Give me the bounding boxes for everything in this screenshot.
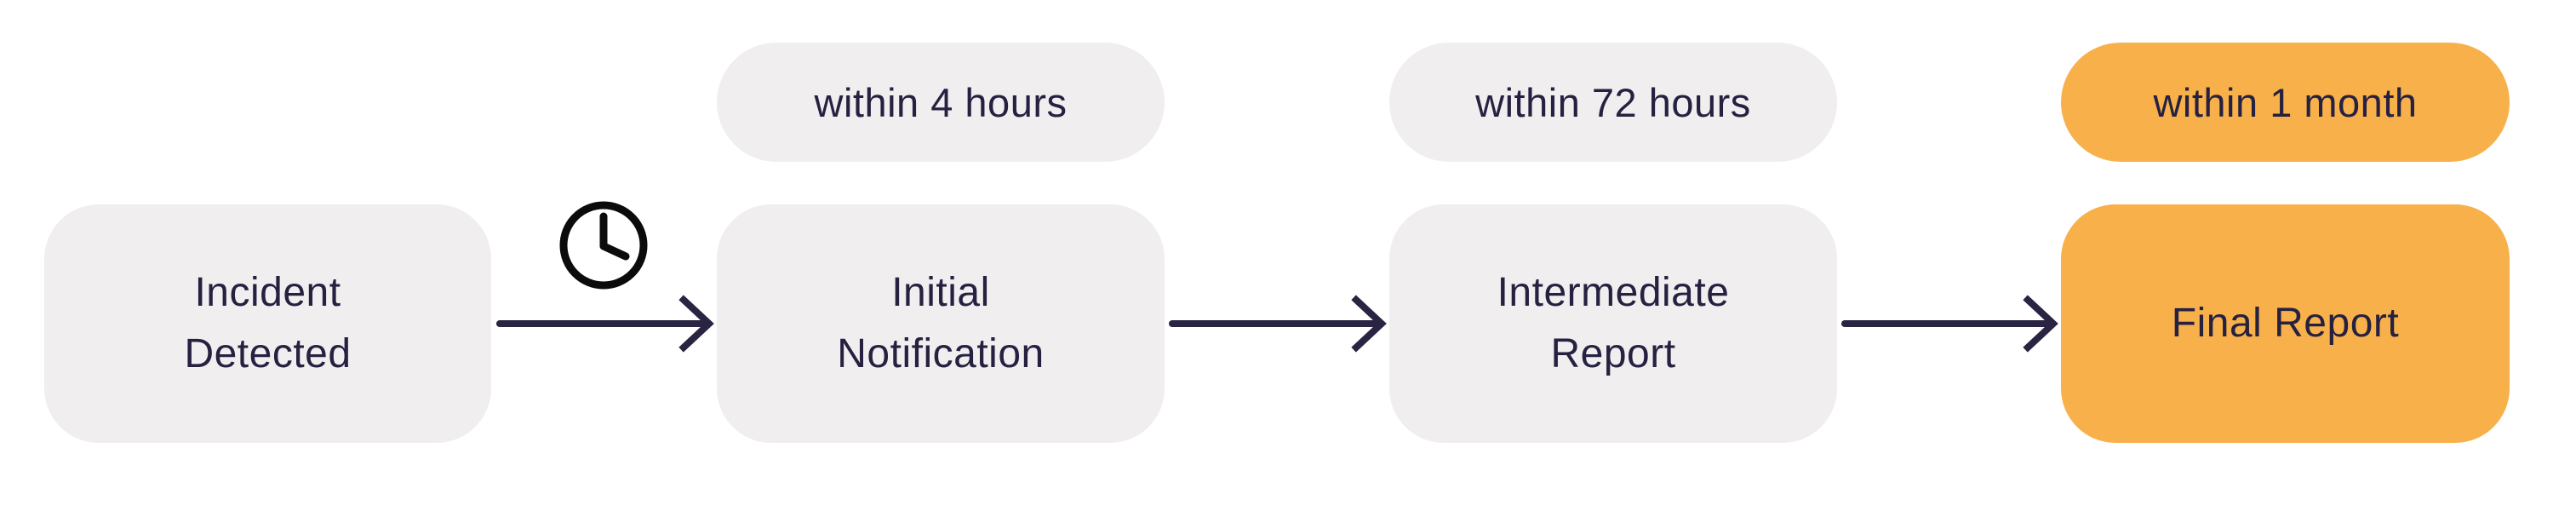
deadline-pill-final-report: within 1 month xyxy=(2061,43,2510,162)
stage-node-initial-notification: Initial Notification xyxy=(717,204,1165,443)
deadline-pill-intermediate-report: within 72 hours xyxy=(1389,43,1837,162)
flow-arrow-2-icon xyxy=(1169,295,1387,353)
flow-arrow-1-icon xyxy=(496,295,714,353)
stage-node-intermediate-report: Intermediate Report xyxy=(1389,204,1837,443)
clock-icon xyxy=(559,201,648,290)
deadline-pill-initial-notification: within 4 hours xyxy=(717,43,1165,162)
flow-arrow-3-icon xyxy=(1841,295,2058,353)
stage-node-incident-detected: Incident Detected xyxy=(44,204,491,443)
stage-node-final-report: Final Report xyxy=(2061,204,2510,443)
